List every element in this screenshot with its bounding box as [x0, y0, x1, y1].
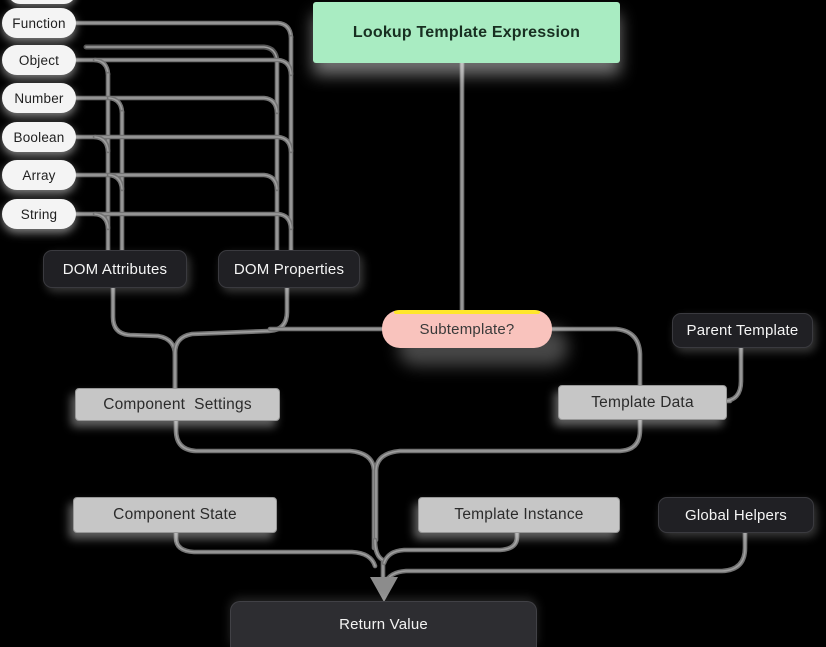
arrowhead-icon: [370, 577, 398, 602]
node-subtemplate: Subtemplate?: [382, 310, 552, 348]
node-template-data: Template Data: [558, 385, 727, 420]
node-dom-properties: DOM Properties: [218, 250, 360, 288]
value-pill-string: String: [2, 199, 76, 229]
node-component-state: Component State: [73, 497, 277, 533]
node-parent-template: Parent Template: [672, 313, 813, 348]
node-dom-attributes: DOM Attributes: [43, 250, 187, 288]
value-pill-boolean: Boolean: [2, 122, 76, 152]
value-pill-function: Function: [2, 8, 76, 38]
node-global-helpers: Global Helpers: [658, 497, 814, 533]
value-pill-array: Array: [2, 160, 76, 190]
subtemplate-label: Subtemplate?: [419, 320, 515, 338]
value-pill-number: Number: [2, 83, 76, 113]
subtemplate-accent-bar: [394, 310, 540, 314]
node-lookup-template-expression: Lookup Template Expression: [313, 2, 620, 63]
value-pill-clipped: [8, 0, 76, 4]
node-return-value: Return Value: [230, 601, 537, 647]
value-pill-object: Object: [2, 45, 76, 75]
node-template-instance: Template Instance: [418, 497, 620, 533]
node-component-settings: Component Settings: [75, 388, 280, 421]
